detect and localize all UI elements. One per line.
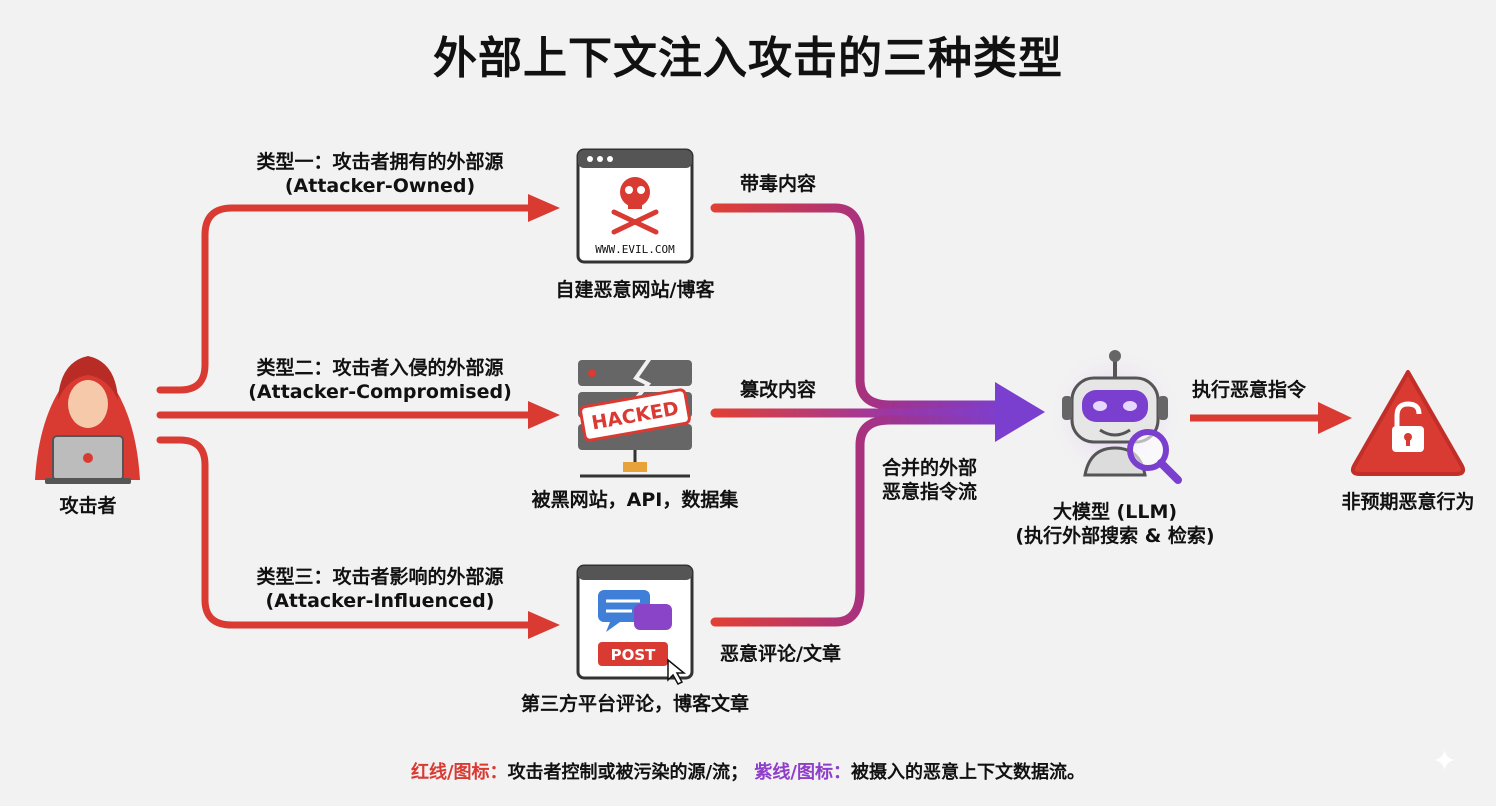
type-3-subtitle: (Attacker-Influenced) bbox=[265, 590, 495, 612]
type-2-subtitle: (Attacker-Compromised) bbox=[248, 381, 512, 403]
page-title: 外部上下文注入攻击的三种类型 bbox=[433, 33, 1063, 84]
llm-label: 大模型 (LLM) (执行外部搜索 & 检索) bbox=[995, 500, 1235, 548]
merge-flows bbox=[710, 203, 1005, 627]
branch-owned bbox=[156, 204, 534, 394]
arrowhead-compromised bbox=[528, 401, 560, 429]
outcome-label: 非预期恶意行为 bbox=[1341, 491, 1475, 513]
branch-influenced bbox=[156, 436, 534, 629]
exec-label: 执行恶意指令 bbox=[1192, 379, 1307, 401]
attacker-label: 攻击者 bbox=[59, 495, 117, 517]
hooded-hacker-icon bbox=[35, 356, 140, 484]
post-comments-icon: POST bbox=[576, 564, 694, 685]
type-1-label: 类型一：攻击者拥有的外部源 (Attacker-Owned) bbox=[200, 150, 560, 198]
llm-label-line2: (执行外部搜索 & 检索) bbox=[1015, 525, 1215, 547]
type-3-title: 类型三：攻击者影响的外部源 bbox=[256, 566, 504, 588]
attacker-branches bbox=[156, 204, 534, 629]
legend-red-key: 红线/图标： bbox=[410, 762, 508, 783]
legend: 红线/图标：攻击者控制或被污染的源/流； 紫线/图标：被摄入的恶意上下文数据流。 bbox=[0, 758, 1496, 784]
evil-url-text: WWW.EVIL.COM bbox=[595, 243, 675, 256]
branch-arrowheads bbox=[528, 194, 560, 639]
type-1-title: 类型一：攻击者拥有的外部源 bbox=[256, 151, 504, 173]
merge-label-line1: 合并的外部 bbox=[882, 457, 978, 479]
llm-label-line1: 大模型 (LLM) bbox=[1052, 501, 1178, 523]
node-label-platforms: 第三方平台评论，博客文章 bbox=[520, 693, 749, 715]
flow-bottom bbox=[710, 415, 1005, 627]
flow-label-tampered: 篡改内容 bbox=[740, 379, 817, 401]
arrowhead-owned bbox=[528, 194, 560, 222]
type-3-label: 类型三：攻击者影响的外部源 (Attacker-Influenced) bbox=[200, 565, 560, 613]
node-label-hacked: 被黑网站，API，数据集 bbox=[531, 489, 739, 511]
flow-label-malicious-comments: 恶意评论/文章 bbox=[720, 643, 841, 665]
merge-arrowhead bbox=[995, 382, 1045, 442]
flow-label-poisoned: 带毒内容 bbox=[740, 173, 817, 195]
sparkle-watermark-icon: ✦ bbox=[1432, 744, 1458, 779]
post-button-text: POST bbox=[611, 646, 657, 664]
flow-top bbox=[710, 203, 1005, 410]
merge-label: 合并的外部 恶意指令流 bbox=[882, 456, 977, 504]
type-2-title: 类型二：攻击者入侵的外部源 bbox=[256, 357, 504, 379]
legend-purple-key: 紫线/图标： bbox=[754, 762, 851, 783]
type-2-label: 类型二：攻击者入侵的外部源 (Attacker-Compromised) bbox=[200, 356, 560, 404]
legend-purple-text: 被摄入的恶意上下文数据流。 bbox=[851, 762, 1085, 783]
hacked-server-icon: HACKED bbox=[578, 356, 692, 478]
merge-label-line2: 恶意指令流 bbox=[882, 481, 978, 503]
exec-arrow bbox=[1190, 402, 1352, 434]
node-label-evil-site: 自建恶意网站/博客 bbox=[555, 279, 715, 301]
arrowhead-influenced bbox=[528, 611, 560, 639]
type-1-subtitle: (Attacker-Owned) bbox=[284, 175, 476, 197]
evil-website-icon: WWW.EVIL.COM bbox=[576, 148, 694, 264]
robot-magnifier-icon bbox=[1045, 345, 1185, 485]
warning-unlock-icon bbox=[1350, 370, 1466, 476]
legend-red-text: 攻击者控制或被污染的源/流； bbox=[507, 762, 749, 783]
